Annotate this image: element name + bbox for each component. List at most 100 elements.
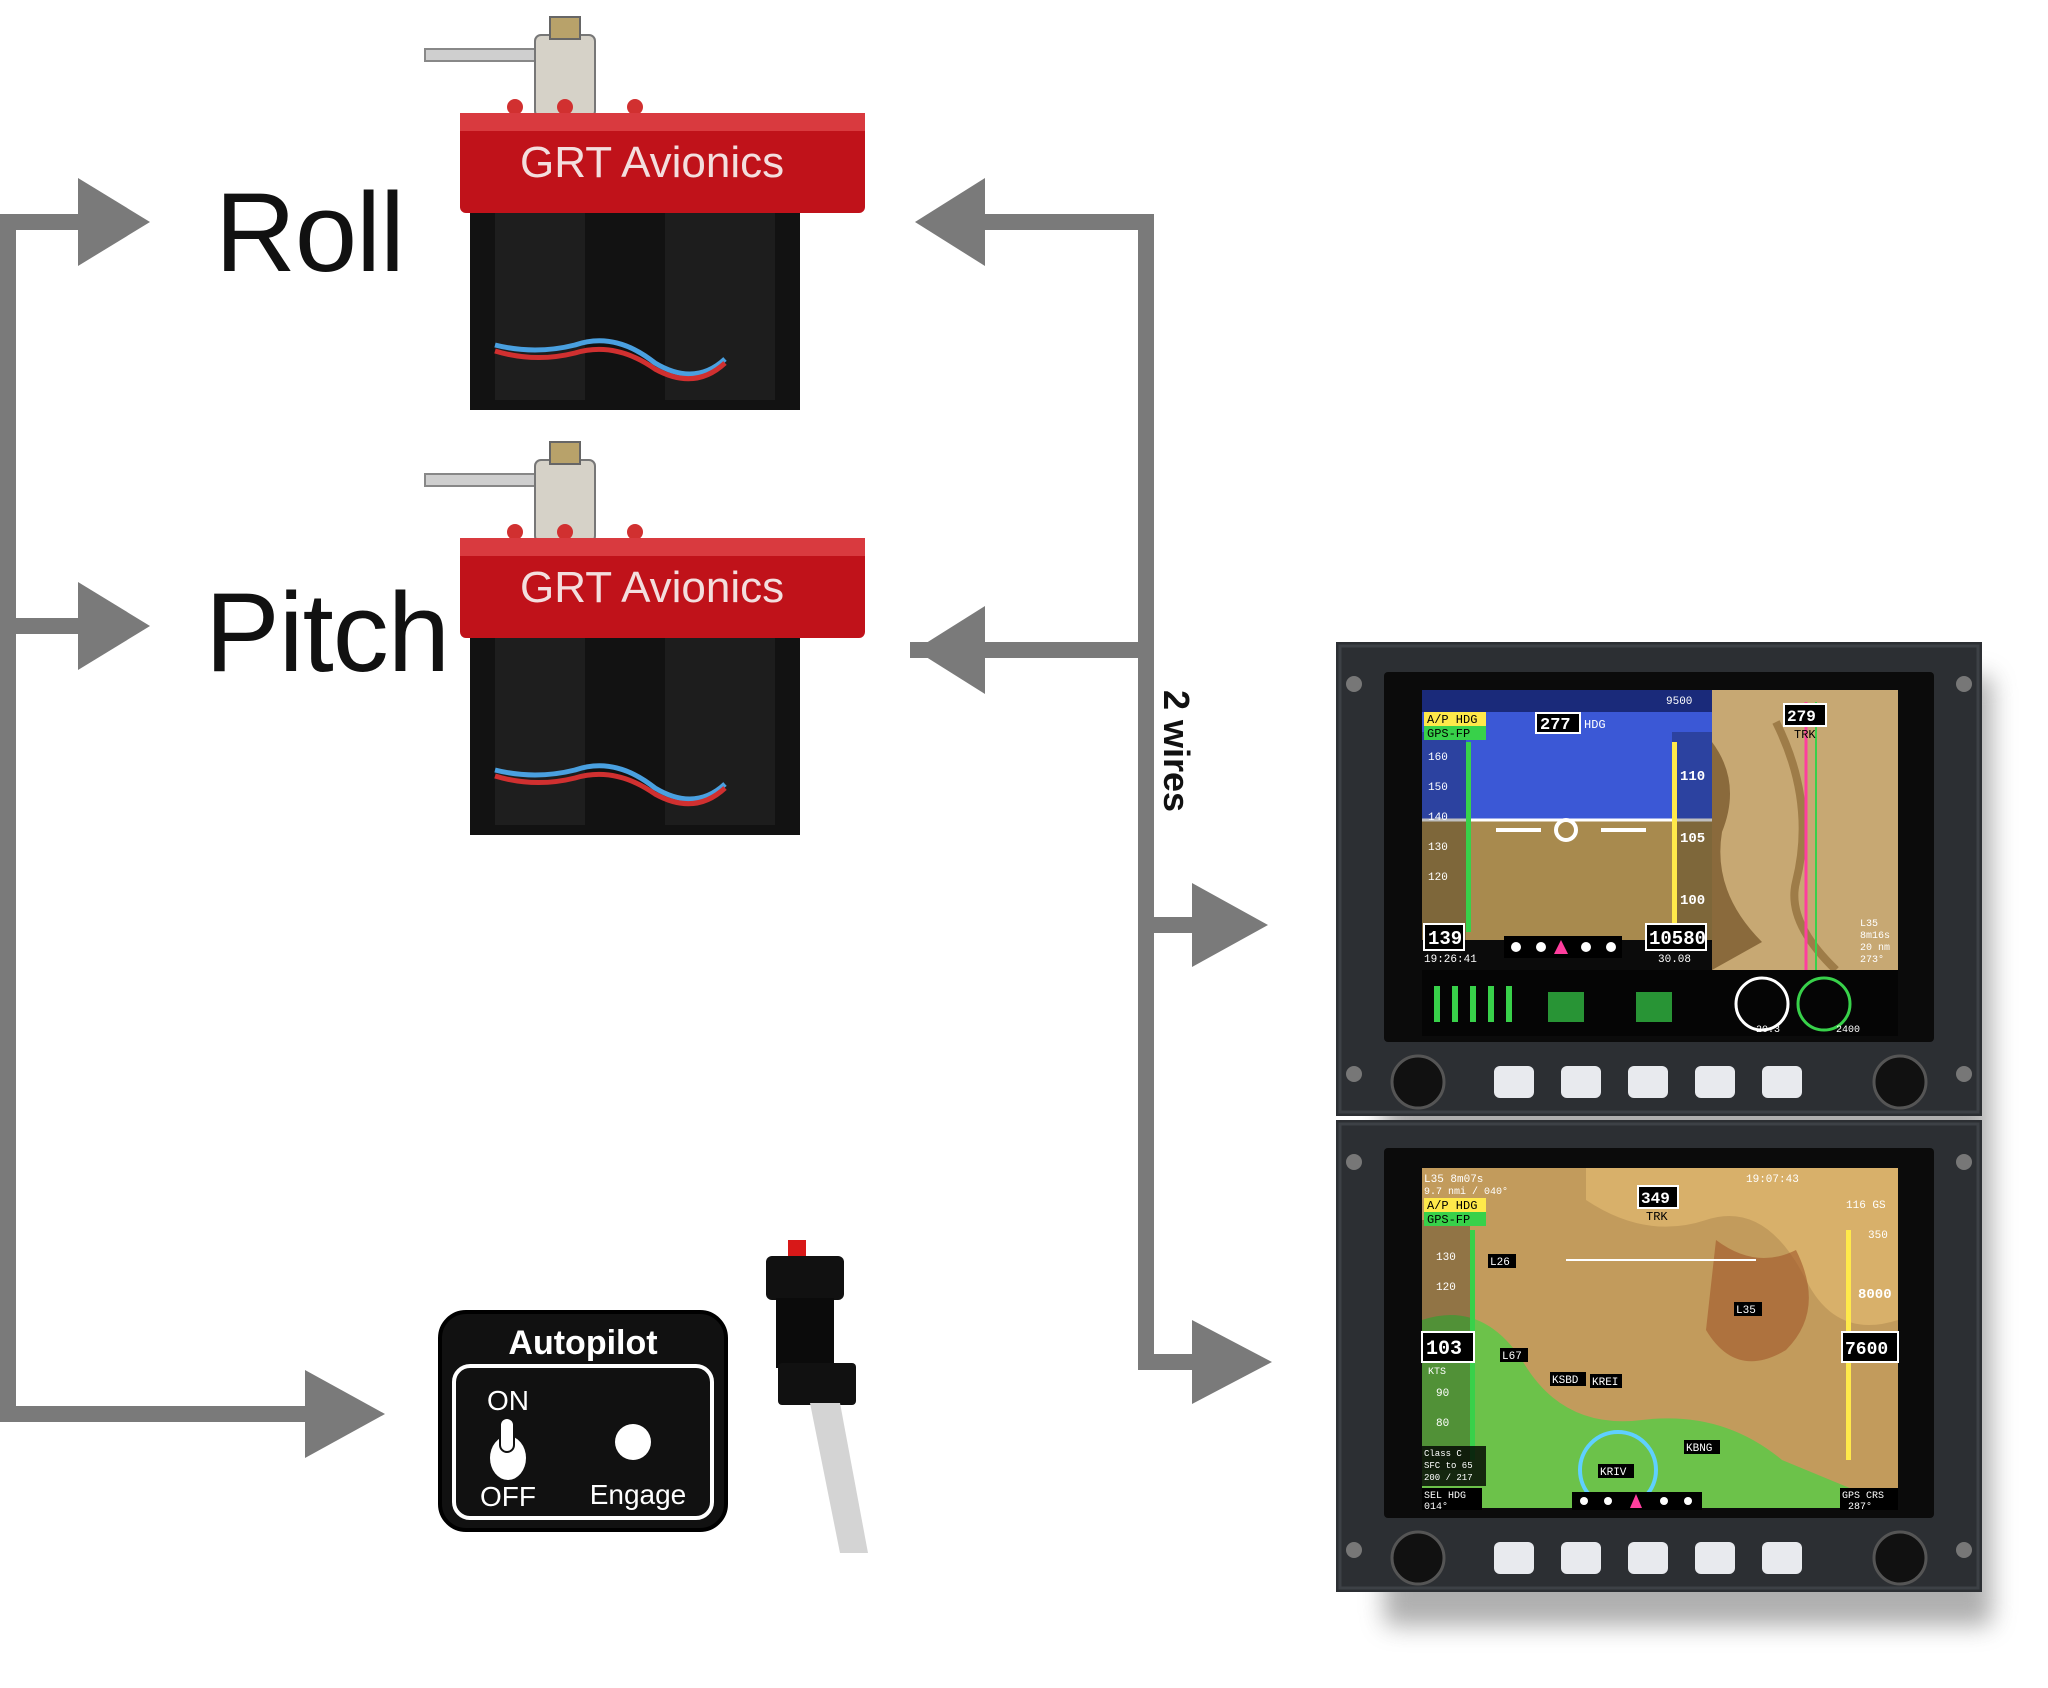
autopilot-on-label: ON <box>487 1385 529 1416</box>
bottom-softkey-4[interactable] <box>1695 1542 1735 1574</box>
bottom-alt-top: 350 <box>1868 1230 1888 1242</box>
bottom-right-knob[interactable] <box>1872 1530 1928 1586</box>
bottom-softkey-5[interactable] <box>1762 1542 1802 1574</box>
svg-text:GPS CRS: GPS CRS <box>1842 1491 1884 1502</box>
bottom-softkey-1[interactable] <box>1494 1542 1534 1574</box>
svg-text:Class C: Class C <box>1424 1449 1462 1459</box>
roll-label: Roll <box>215 170 405 295</box>
wires-label: 2 wires <box>1156 690 1197 813</box>
top-softkey-2[interactable] <box>1561 1066 1601 1098</box>
arrow-from-efis-to-roll <box>915 178 985 266</box>
svg-text:80: 80 <box>1436 1418 1449 1430</box>
bottom-map-screen: L35 8m07s 9.7 nmi / 040° 19:07:43 A/P HD… <box>1421 1168 1899 1513</box>
bottom-gs: 116 GS <box>1846 1200 1886 1212</box>
svg-text:140: 140 <box>1428 812 1448 824</box>
svg-text:130: 130 <box>1436 1252 1456 1264</box>
roll-servo: GRT Avionics <box>424 16 865 410</box>
engage-label: Engage <box>590 1479 687 1510</box>
bottom-softkey-2[interactable] <box>1561 1542 1601 1574</box>
top-baro: 30.08 <box>1658 954 1691 966</box>
top-nav-source: GPS-FP <box>1427 727 1470 741</box>
svg-text:287°: 287° <box>1848 1501 1872 1513</box>
svg-text:KSBD: KSBD <box>1552 1375 1579 1387</box>
bottom-softkey-3[interactable] <box>1628 1542 1668 1574</box>
svg-text:SEL HDG: SEL HDG <box>1424 1491 1466 1502</box>
svg-text:L35: L35 <box>1736 1305 1756 1317</box>
bottom-wpt-time: L35 8m07s <box>1424 1174 1483 1186</box>
svg-text:014°: 014° <box>1424 1501 1448 1513</box>
disconnect-button <box>788 1240 806 1256</box>
svg-text:KRIV: KRIV <box>1600 1467 1627 1479</box>
top-left-knob[interactable] <box>1390 1054 1446 1110</box>
top-heading-mode: HDG <box>1584 718 1606 732</box>
bottom-left-knob[interactable] <box>1390 1530 1446 1586</box>
top-engine-strip: 20.3 2400 <box>1422 970 1898 1036</box>
servo-housing <box>460 538 865 638</box>
svg-text:200 / 217: 200 / 217 <box>1424 1473 1473 1483</box>
top-ap-mode: A/P HDG <box>1427 713 1477 727</box>
bottom-airspeed: 103 <box>1426 1338 1462 1361</box>
top-softkey-5[interactable] <box>1762 1066 1802 1098</box>
svg-text:160: 160 <box>1428 752 1448 764</box>
arrow-to-roll <box>78 178 150 266</box>
svg-text:120: 120 <box>1428 872 1448 884</box>
bottom-track: 349 <box>1641 1190 1670 1208</box>
top-softkey-1[interactable] <box>1494 1066 1534 1098</box>
svg-text:90: 90 <box>1436 1388 1449 1400</box>
autopilot-off-label: OFF <box>480 1481 536 1512</box>
arrow-to-autopilot <box>305 1370 385 1458</box>
top-softkey-4[interactable] <box>1695 1066 1735 1098</box>
arrow-to-efis-top <box>1192 883 1268 967</box>
svg-text:L35: L35 <box>1860 919 1878 930</box>
autopilot-panel: Autopilot ON OFF Engage <box>438 1310 728 1532</box>
roll-servo-brand: GRT Avionics <box>520 138 784 187</box>
bottom-alt-bug: 8000 <box>1858 1287 1892 1303</box>
top-alt-bug: 9500 <box>1666 696 1692 708</box>
arrow-to-efis-bottom <box>1192 1320 1272 1404</box>
top-track: 279 <box>1787 708 1816 726</box>
svg-text:150: 150 <box>1428 782 1448 794</box>
engage-button[interactable] <box>615 1424 651 1460</box>
svg-text:KREI: KREI <box>1592 1377 1618 1389</box>
top-heading: 277 <box>1540 716 1571 735</box>
svg-text:8m16s: 8m16s <box>1860 931 1890 942</box>
svg-text:105: 105 <box>1680 831 1705 847</box>
top-pfd-screen: A/P HDG GPS-FP 277 HDG 9500 160 150 140 … <box>1422 690 1712 966</box>
servo-housing <box>460 113 865 213</box>
bottom-nav-source: GPS-FP <box>1427 1213 1470 1227</box>
top-time: 19:26:41 <box>1424 954 1477 966</box>
top-airspeed: 139 <box>1428 928 1462 950</box>
top-map-screen: 279 TRK L35 8m16s 20 nm 273° <box>1712 690 1898 973</box>
svg-text:20 nm: 20 nm <box>1860 943 1890 954</box>
svg-text:L26: L26 <box>1490 1257 1510 1269</box>
top-map-value: 20.3 <box>1756 1025 1780 1036</box>
svg-text:100: 100 <box>1680 893 1705 909</box>
svg-text:110: 110 <box>1680 769 1705 785</box>
left-bus-line <box>0 214 320 1422</box>
efis-bottom-unit: L35 8m07s 9.7 nmi / 040° 19:07:43 A/P HD… <box>1336 1120 1982 1592</box>
svg-text:KBNG: KBNG <box>1686 1443 1712 1455</box>
top-track-label: TRK <box>1794 728 1816 742</box>
pitch-servo: GRT Avionics <box>424 441 865 835</box>
top-right-knob[interactable] <box>1872 1054 1928 1110</box>
svg-text:130: 130 <box>1428 842 1448 854</box>
bottom-wpt-dist: 9.7 nmi / 040° <box>1424 1186 1508 1198</box>
efis-stack: A/P HDG GPS-FP 277 HDG 9500 160 150 140 … <box>1336 642 1992 1626</box>
control-stick-grip <box>766 1240 868 1553</box>
svg-text:SFC to 65: SFC to 65 <box>1424 1461 1473 1471</box>
pitch-label: Pitch <box>205 570 450 695</box>
arrow-from-efis-to-pitch <box>915 606 985 694</box>
bottom-track-label: TRK <box>1646 1210 1668 1224</box>
bottom-ap-mode: A/P HDG <box>1427 1199 1477 1213</box>
autopilot-toggle-switch[interactable] <box>490 1417 526 1480</box>
top-softkey-3[interactable] <box>1628 1066 1668 1098</box>
pitch-servo-brand: GRT Avionics <box>520 563 784 612</box>
top-rpm-value: 2400 <box>1836 1025 1860 1036</box>
bottom-time: 19:07:43 <box>1746 1174 1799 1186</box>
svg-text:273°: 273° <box>1860 954 1884 966</box>
efis-top-unit: A/P HDG GPS-FP 277 HDG 9500 160 150 140 … <box>1336 642 1982 1116</box>
svg-text:120: 120 <box>1436 1282 1456 1294</box>
svg-text:L67: L67 <box>1502 1351 1522 1363</box>
autopilot-title: Autopilot <box>508 1324 657 1362</box>
